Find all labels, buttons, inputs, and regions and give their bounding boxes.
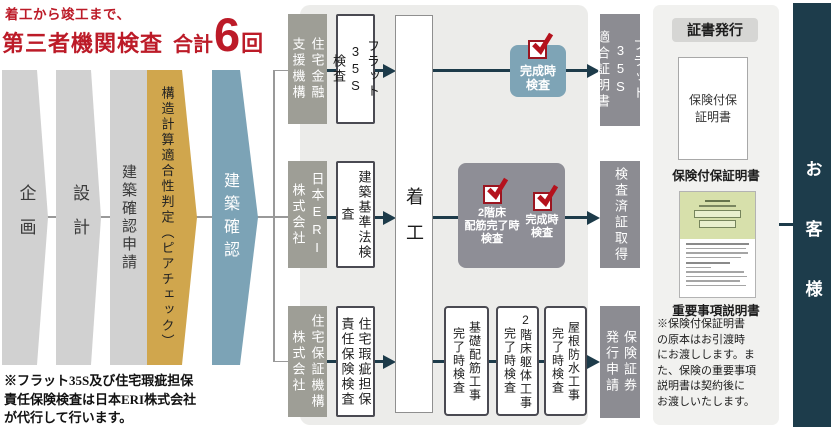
flow-line [433, 69, 511, 72]
result-label: 保険証券 発行申請 [604, 330, 637, 394]
inspection-flat35s: フラット35S 検査 [331, 14, 380, 124]
phase-building-confirmation-application: 建築確認申請 [110, 70, 147, 365]
flow-line [565, 216, 587, 219]
certificate-issuance-header: 証書発行 [672, 18, 758, 42]
phase-structural-peer-check: 構造計算適合性判定（ピアチェック） [147, 70, 197, 365]
phase-label: 建築確認申請 [120, 163, 137, 272]
stage-second-floor-frame-inspection: 2階床躯体工事 完了時検査 [496, 306, 539, 416]
arrow-right-icon [587, 354, 600, 369]
branch-stub-top [273, 69, 290, 71]
org-label: 住宅金融 支援機構 [290, 37, 325, 101]
title-main-text: 第三者機関検査 [2, 31, 164, 56]
inspection-label: フラット35S 検査 [331, 39, 380, 99]
stage-label: 2階床躯体工事 完了時検査 [502, 312, 533, 410]
customer-bar: お客様 [793, 3, 831, 427]
branch-connector-line [273, 70, 275, 362]
title-total-count: 6 [214, 8, 241, 61]
inspection-defect-warranty-insurance: 住宅瑕疵担保 責任保険検査 [336, 306, 375, 417]
document-label: 保険付保 証明書 [688, 92, 737, 124]
customer-label: お客様 [802, 160, 822, 340]
phase-label: 構造計算適合性判定（ピアチェック） [159, 85, 175, 350]
org-label: 日本ERI 株式会社 [290, 171, 325, 258]
check-label: 2階床 配筋完了時 検査 [464, 207, 520, 245]
flow-line [327, 69, 336, 72]
branch-stub-bottom [273, 360, 290, 362]
arrow-right-icon [383, 63, 396, 78]
result-label: フラット35S 適合証明書 [595, 30, 646, 110]
check-completion-inspection-flat35s: 完成時 検査 [510, 32, 566, 97]
org-label: 住宅保証機構 株式会社 [290, 313, 325, 410]
org-housing-finance-agency: 住宅金融 支援機構 [288, 14, 327, 124]
checked-checkbox-icon [482, 177, 508, 204]
construction-start-box: 着工 [395, 15, 433, 413]
title-subtitle: 着工から竣工まで、 [5, 7, 131, 22]
certificate-note: ※保険付保証明書 の原本はお引渡時 にお渡しします。ま た、保険の重要事項 説明… [657, 318, 756, 408]
phase-design: 設計 [56, 70, 101, 365]
org-housing-warranty-org: 住宅保証機構 株式会社 [288, 306, 327, 417]
phase-label: 企画 [16, 183, 36, 252]
flow-line [375, 216, 383, 219]
flow-line [433, 216, 458, 219]
arrow-right-icon [383, 210, 396, 225]
flow-line [375, 360, 383, 363]
stage-roof-waterproofing-inspection: 屋根防水工事 完了時検査 [544, 306, 587, 416]
checked-checkbox-icon [528, 32, 554, 59]
check-completion-inspection: 完成時 検査 [525, 184, 559, 240]
flow-line [539, 360, 544, 363]
phase-planning: 企画 [2, 70, 48, 365]
arrow-right-icon [587, 63, 600, 78]
org-japan-eri: 日本ERI 株式会社 [288, 161, 327, 268]
important-matters-document [679, 191, 756, 298]
check-second-floor-rebar: 2階床 配筋完了時 検査 [464, 177, 520, 246]
document-body-area [680, 239, 755, 293]
document-header-area [680, 192, 755, 239]
construction-start-label: 着工 [404, 187, 424, 259]
result-inspection-certificate: 検査済証取得 [600, 161, 640, 268]
flow-line [327, 360, 336, 363]
title-total-unit: 回 [241, 31, 264, 56]
checked-checkbox-icon [532, 184, 558, 211]
customer-connector-line [779, 223, 793, 226]
result-label: 検査済証取得 [613, 166, 628, 263]
phase-building-confirmation: 建築確認 [212, 70, 258, 365]
inspection-label: 住宅瑕疵担保 責任保険検査 [339, 316, 372, 407]
stage-label: 屋根防水工事 完了時検査 [550, 320, 581, 402]
flow-line [489, 360, 496, 363]
check-label: 完成時 検査 [525, 213, 559, 239]
stage-label: 基礎配筋工事 完了時検査 [451, 320, 482, 402]
footnote: ※フラット35S及び住宅瑕疵担保 責任保険検査は日本ERI株式会社 が代行して行… [4, 373, 197, 425]
check-label: 完成時 検査 [519, 63, 556, 92]
check-group-building-standards: 2階床 配筋完了時 検査 完成時 検査 [458, 163, 565, 268]
page-title: 第三者機関検査 合計 6 回 [2, 8, 264, 61]
important-matters-caption: 重要事項説明書 [672, 304, 760, 318]
flow-line [566, 69, 587, 72]
inspection-building-standards: 建築基準法検査 [336, 161, 375, 268]
insurance-certificate-document: 保険付保 証明書 [678, 57, 748, 160]
result-flat35s-certificate: フラット35S 適合証明書 [595, 14, 646, 126]
result-insurance-policy-application: 保険証券 発行申請 [600, 306, 640, 418]
flow-line [433, 360, 444, 363]
insurance-certificate-caption: 保険付保証明書 [672, 169, 760, 183]
phase-label: 建築確認 [221, 171, 238, 264]
phase-label: 設計 [70, 183, 89, 252]
arrow-right-icon [587, 210, 600, 225]
title-total-label: 合計 [173, 34, 214, 56]
flow-line [375, 69, 383, 72]
inspection-label: 建築基準法検査 [339, 169, 372, 260]
flow-line [327, 216, 336, 219]
stage-foundation-rebar-inspection: 基礎配筋工事 完了時検査 [444, 306, 489, 416]
arrow-right-icon [383, 354, 396, 369]
